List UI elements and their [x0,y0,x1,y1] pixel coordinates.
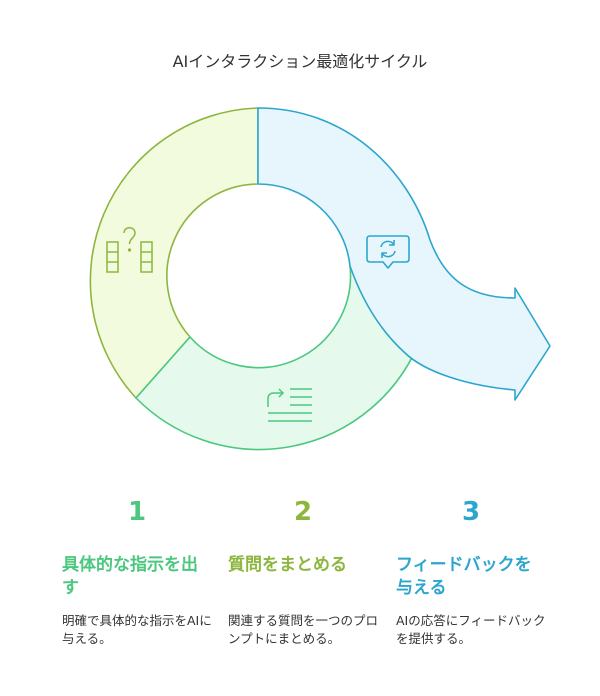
step-number: 1 [127,497,147,527]
step-heading: 質問をまとめる [228,555,347,575]
cycle-diagram [89,107,551,451]
cycle-segment-lime [89,107,259,399]
step-3: 3 フィードバックを与える AIの応答にフィードバックを提供する。 [396,494,546,648]
step-description: AIの応答にフィードバックを提供する。 [396,613,546,646]
step-heading: 具体的な指示を出す [62,555,198,598]
align-text-icon [267,388,312,422]
step-description: 関連する質問を一つのプロンプトにまとめる。 [228,613,379,646]
refresh-chat-icon [366,235,410,269]
step-description: 明確で具体的な指示をAIに与える。 [62,613,212,646]
cycle-segment-blue-arrow [257,107,551,401]
step-number: 2 [293,497,313,527]
step-heading: フィードバックを与える [396,555,532,598]
step-number: 3 [461,497,481,527]
question-list-icon [106,227,153,273]
step-2: 2 質問をまとめる 関連する質問を一つのプロンプトにまとめる。 [228,494,378,648]
page-title: AIインタラクション最適化サイクル [172,52,428,71]
step-1: 1 具体的な指示を出す 明確で具体的な指示をAIに与える。 [62,494,212,648]
